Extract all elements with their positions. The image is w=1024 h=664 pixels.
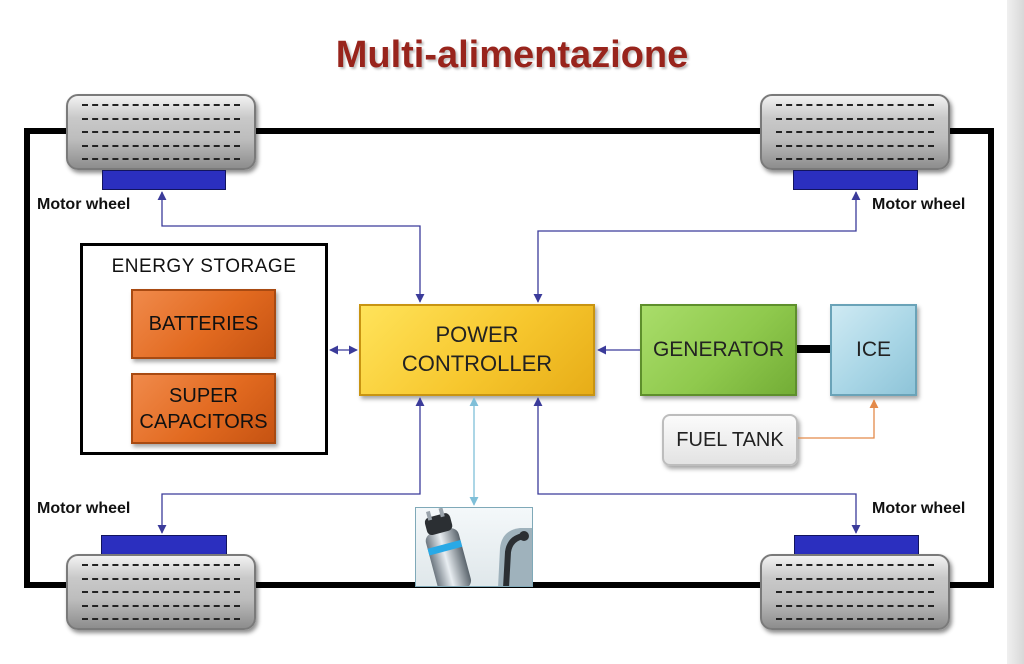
power-controller-block: POWER CONTROLLER xyxy=(359,304,595,396)
label-motor-wheel-rear-right: Motor wheel xyxy=(872,500,966,517)
arrow-fuel xyxy=(798,399,879,439)
batteries-label: BATTERIES xyxy=(148,313,259,335)
wheel-front-left xyxy=(66,94,256,170)
arrow-rear-right xyxy=(533,397,861,534)
generator-label: GENERATOR xyxy=(652,338,785,362)
power-controller-label-line2: CONTROLLER xyxy=(401,351,553,376)
charging-plug-image xyxy=(415,507,533,587)
generator-block: GENERATOR xyxy=(640,304,797,396)
ice-label: ICE xyxy=(855,338,891,362)
slide-title: Multi-alimentazione xyxy=(335,34,689,76)
arrow-rear-left xyxy=(157,397,425,534)
label-motor-wheel-front-right: Motor wheel xyxy=(872,196,966,213)
arrow-front-left xyxy=(157,191,425,303)
arrow-front-right xyxy=(533,191,861,303)
label-motor-wheel-rear-left: Motor wheel xyxy=(37,500,131,517)
motor-front-left xyxy=(102,170,226,190)
generator-ice-shaft xyxy=(797,345,830,353)
wheel-rear-right xyxy=(760,554,950,630)
label-motor-wheel-front-left: Motor wheel xyxy=(37,196,131,213)
ice-block: ICE xyxy=(830,304,917,396)
motor-front-right xyxy=(793,170,918,190)
wheel-front-right xyxy=(760,94,950,170)
wheel-rear-left xyxy=(66,554,256,630)
power-controller-label-line1: POWER xyxy=(435,322,519,348)
slide-edge xyxy=(1007,0,1024,664)
